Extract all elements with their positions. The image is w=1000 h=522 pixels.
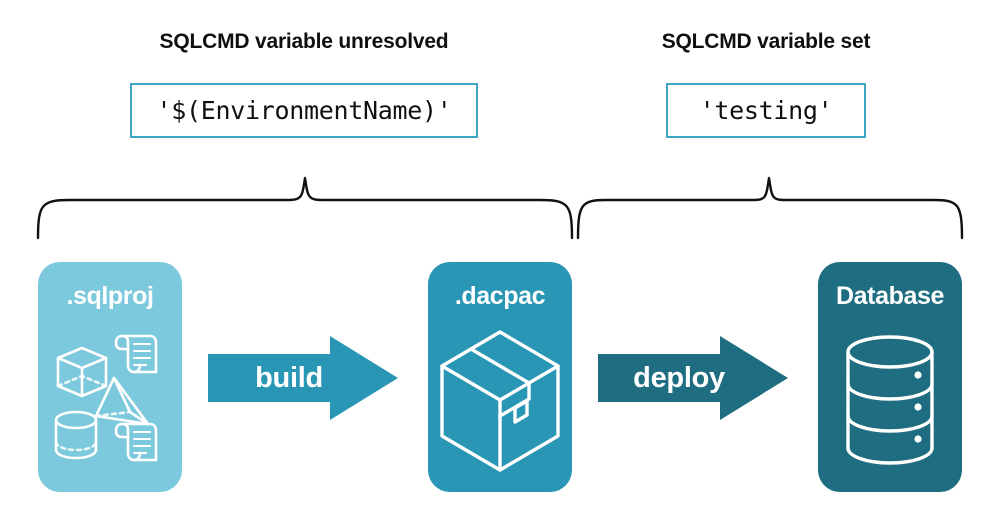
code-box-environment-name: '$(EnvironmentName)' bbox=[130, 83, 478, 138]
dacpac-artwork bbox=[440, 330, 560, 472]
pyramid-icon bbox=[94, 376, 150, 426]
code-box-testing: 'testing' bbox=[666, 83, 866, 138]
arrow-deploy-shape bbox=[598, 336, 788, 420]
heading-sqlcmd-variable-set: SQLCMD variable set bbox=[661, 30, 871, 53]
cylinder-icon bbox=[54, 410, 98, 460]
brace-left bbox=[36, 176, 574, 240]
database-cylinder-icon bbox=[846, 335, 934, 465]
card-dacpac[interactable]: .dacpac bbox=[428, 262, 572, 492]
brace-right bbox=[576, 176, 964, 240]
database-artwork bbox=[846, 335, 934, 465]
card-database-label: Database bbox=[836, 282, 944, 310]
arrow-deploy: deploy bbox=[598, 336, 788, 420]
card-dacpac-label: .dacpac bbox=[454, 282, 546, 310]
scroll-icon bbox=[114, 334, 158, 374]
arrow-build-label: build bbox=[255, 361, 323, 394]
sqlproj-artwork bbox=[54, 334, 158, 462]
card-sqlproj[interactable]: .sqlproj bbox=[38, 262, 182, 492]
card-database[interactable]: Database bbox=[818, 262, 962, 492]
package-box-icon bbox=[440, 330, 560, 472]
arrow-build: build bbox=[208, 336, 398, 420]
arrow-build-shape bbox=[208, 336, 398, 420]
card-sqlproj-label: .sqlproj bbox=[66, 282, 154, 310]
cube-icon bbox=[56, 346, 108, 398]
arrow-deploy-label: deploy bbox=[633, 361, 725, 394]
heading-sqlcmd-variable-unresolved: SQLCMD variable unresolved bbox=[159, 30, 449, 53]
scroll-icon bbox=[114, 422, 158, 462]
